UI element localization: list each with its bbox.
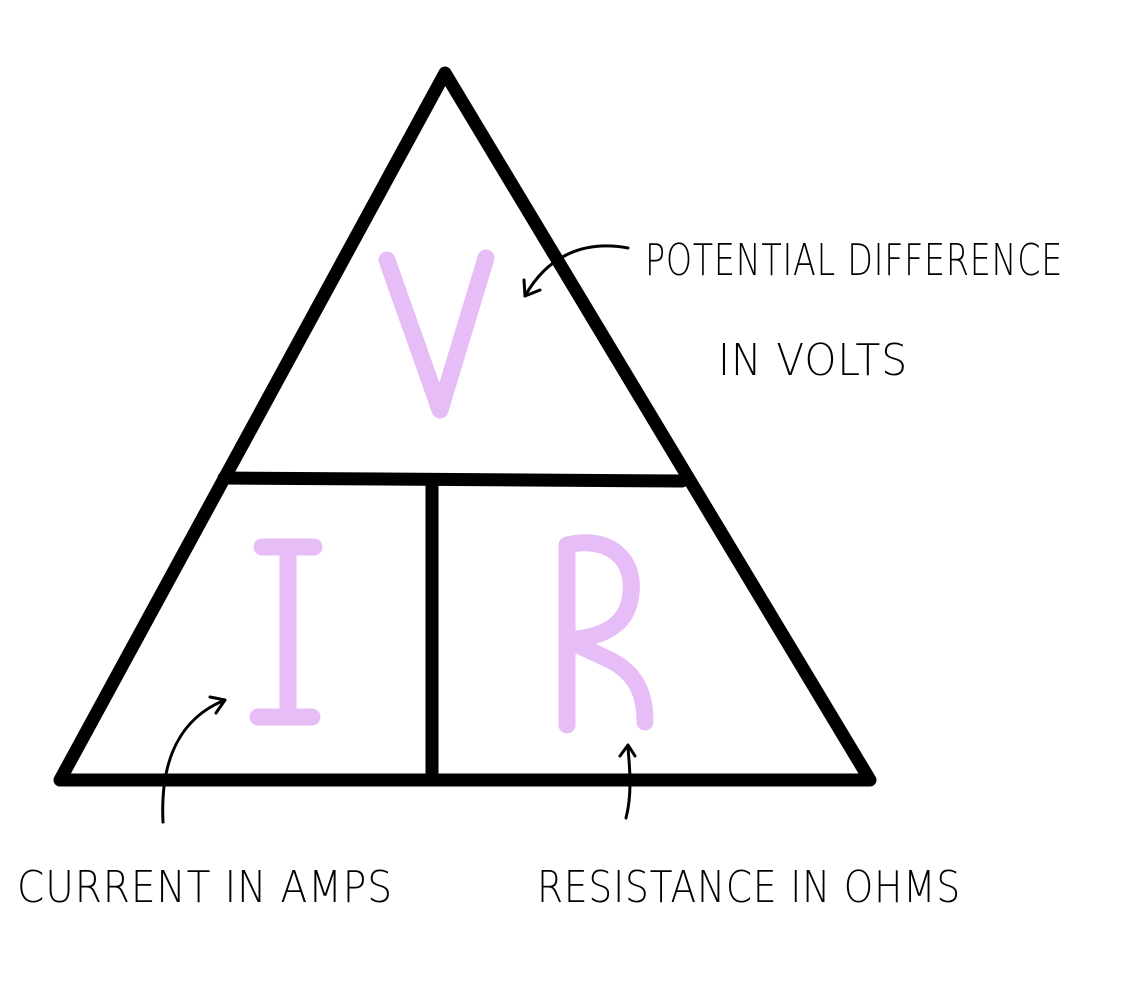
horizontal-divider [217, 471, 689, 488]
triangle-outline [53, 66, 877, 787]
arrow-to-resistance [618, 743, 637, 820]
arrow-to-voltage [522, 244, 630, 298]
letter-i: I [249, 538, 323, 726]
letter-v: V [378, 249, 495, 419]
arrow-to-current [161, 695, 227, 824]
current-label: CURRENT IN AMPS [17, 862, 393, 913]
voltage-label-line1: POTENTIAL DIFFERENCE [645, 235, 1063, 286]
voltage-label-line2: IN VOLTS [718, 335, 908, 386]
resistance-label: RESISTANCE IN OHMS [537, 862, 961, 913]
letter-r: R [558, 534, 654, 734]
